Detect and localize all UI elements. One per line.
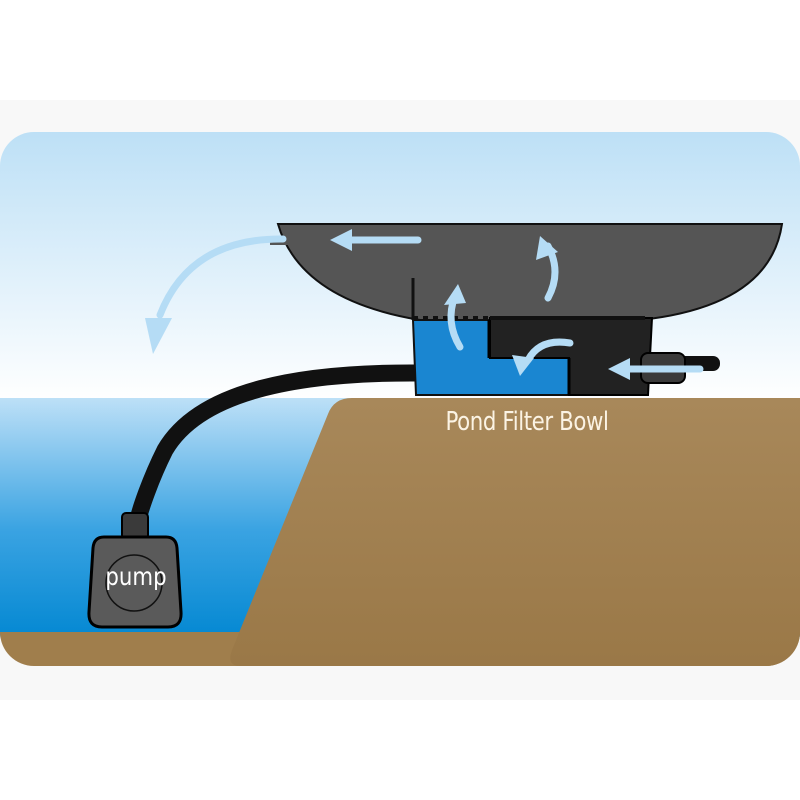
pump — [87, 512, 183, 629]
arrow-heads — [145, 229, 630, 380]
overflow-arrow — [156, 235, 287, 319]
media-curve-arrow — [524, 338, 574, 364]
ground-bank — [230, 398, 800, 666]
pump-dial — [105, 554, 163, 612]
pump-label: pump — [105, 562, 167, 591]
bowl-lip — [270, 240, 290, 245]
filter-bowl-label: Pond Filter Bowl — [445, 407, 609, 437]
hose — [129, 364, 429, 529]
